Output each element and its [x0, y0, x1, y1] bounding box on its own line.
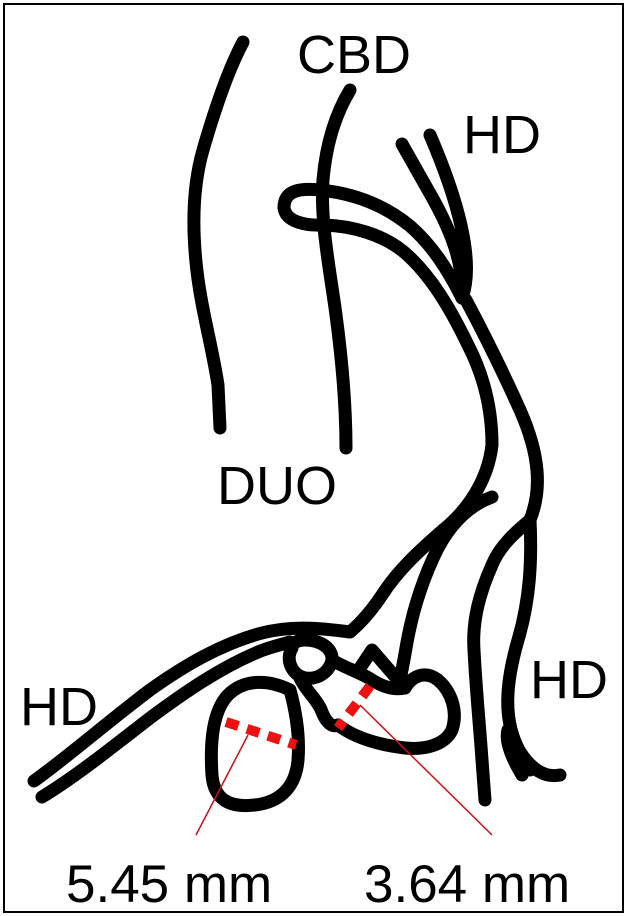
- duo-label: DUO: [217, 456, 337, 516]
- cbd-label: CBD: [297, 25, 411, 85]
- hd-label-left: HD: [20, 677, 98, 737]
- hd-label-top: HD: [463, 105, 541, 165]
- hd-label-right: HD: [530, 650, 608, 710]
- measurement-label-right: 3.64 mm: [364, 855, 570, 914]
- measurement-label-left: 5.45 mm: [66, 855, 272, 914]
